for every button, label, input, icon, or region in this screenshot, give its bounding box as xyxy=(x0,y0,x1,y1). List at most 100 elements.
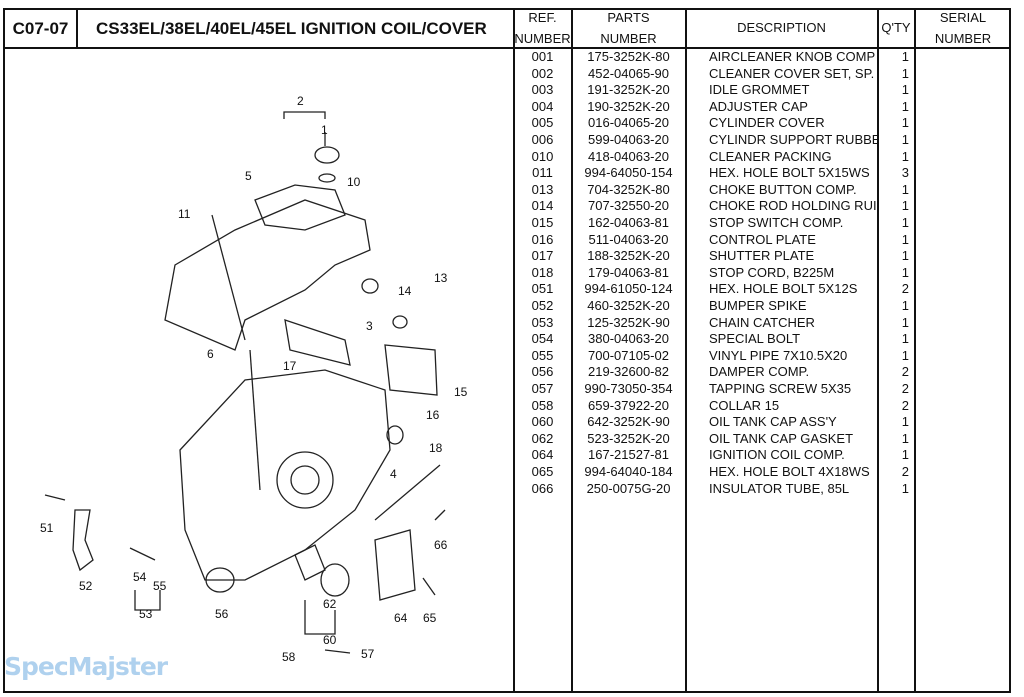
callout-number: 6 xyxy=(207,347,214,361)
part-number: 167-21527-81 xyxy=(588,447,669,463)
quantity: 1 xyxy=(901,231,909,247)
callout-number: 66 xyxy=(434,538,448,552)
quantity: 1 xyxy=(901,132,909,147)
part-number: 511-04063-20 xyxy=(588,231,669,247)
description: ADJUSTER CAP xyxy=(709,98,808,114)
description: HEX. HOLE BOLT 5X15WS xyxy=(709,165,870,181)
description: CHAIN CATCHER xyxy=(709,314,815,330)
part-number: 599-04063-20 xyxy=(588,132,669,147)
quantity: 1 xyxy=(901,430,909,446)
callout-number: 62 xyxy=(323,597,337,611)
divider xyxy=(877,8,879,693)
part-number: 179-04063-81 xyxy=(588,264,669,280)
part-number: 700-07105-02 xyxy=(588,347,669,363)
ref-number: 013 xyxy=(531,181,554,197)
quantity: 1 xyxy=(901,215,909,230)
quantity: 1 xyxy=(901,181,909,197)
divider xyxy=(914,8,916,693)
callout-number: 5 xyxy=(245,169,252,183)
ref-number: 051 xyxy=(531,281,554,297)
part-number: 707-32550-20 xyxy=(588,198,669,214)
callout-number: 3 xyxy=(366,319,373,333)
part-number: 994-64040-184 xyxy=(584,464,673,479)
quantity: 1 xyxy=(901,298,909,313)
header-parts: PARTS NUMBER xyxy=(572,8,685,49)
quantity: 1 xyxy=(901,347,909,363)
callout-number: 15 xyxy=(454,385,468,399)
callout-number: 58 xyxy=(282,650,296,664)
description: CHOKE BUTTON COMP. xyxy=(709,181,857,197)
callout-number: 57 xyxy=(361,647,375,661)
ref-number: 005 xyxy=(531,115,554,131)
callout-number: 65 xyxy=(423,611,437,625)
part-number: 175-3252K-80 xyxy=(587,49,670,64)
table-row: 013 704-3252K-80 CHOKE BUTTON COMP. 1 xyxy=(0,182,1024,199)
ref-number: 001 xyxy=(531,49,554,64)
description: IGNITION COIL COMP. xyxy=(709,447,845,463)
description: CHOKE ROD HOLDING RUI xyxy=(709,198,877,214)
cylinder-cover-shape xyxy=(164,199,371,351)
ref-number: 056 xyxy=(531,364,554,380)
ref-number: 011 xyxy=(532,165,553,181)
description: INSULATOR TUBE, 85L xyxy=(709,480,850,496)
callout-number: 55 xyxy=(153,579,167,593)
quantity: 1 xyxy=(901,65,909,81)
description: AIRCLEANER KNOB COMP xyxy=(709,49,876,64)
part-number: 380-04063-20 xyxy=(588,331,669,347)
divider xyxy=(685,8,687,693)
description: CONTROL PLATE xyxy=(709,231,816,247)
description: COLLAR 15 xyxy=(709,397,780,413)
ref-number: 015 xyxy=(531,215,554,230)
header-ref-line1: REF. xyxy=(528,9,557,25)
callout-number: 10 xyxy=(347,175,361,189)
description: HEX. HOLE BOLT 5X12S xyxy=(709,281,858,297)
quantity: 1 xyxy=(901,198,909,214)
quantity: 2 xyxy=(901,397,909,413)
header-parts-line2: NUMBER xyxy=(600,30,657,46)
header-serial: SERIAL NUMBER xyxy=(915,8,1011,49)
quantity: 3 xyxy=(901,165,909,181)
section-code: C07-07 xyxy=(3,8,78,49)
callout-number: 17 xyxy=(283,359,297,373)
description: SPECIAL BOLT xyxy=(709,331,801,347)
ref-number: 053 xyxy=(531,314,554,330)
header-parts-line1: PARTS xyxy=(607,9,650,25)
description: IDLE GROMMET xyxy=(709,82,810,98)
callout-number: 11 xyxy=(178,207,191,221)
part-number: 190-3252K-20 xyxy=(587,98,670,114)
ref-number: 003 xyxy=(531,82,554,98)
quantity: 1 xyxy=(901,248,909,264)
callout-number: 54 xyxy=(133,570,147,584)
part-number: 460-3252K-20 xyxy=(587,298,670,313)
callout-number: 53 xyxy=(139,607,153,621)
header-ref-line2: NUMBER xyxy=(514,30,571,46)
callout-number: 18 xyxy=(429,441,443,455)
part-number: 191-3252K-20 xyxy=(587,82,670,98)
ref-number: 064 xyxy=(531,447,554,463)
ref-number: 062 xyxy=(531,430,554,446)
description: SHUTTER PLATE xyxy=(709,248,815,264)
callout-number: 56 xyxy=(215,607,229,621)
part-number: 704-3252K-80 xyxy=(587,181,670,197)
ref-number: 018 xyxy=(531,264,554,280)
quantity: 1 xyxy=(901,82,909,98)
part-number: 418-04063-20 xyxy=(588,148,669,164)
header-description-text: DESCRIPTION xyxy=(737,20,826,35)
callout-number: 60 xyxy=(323,633,337,647)
